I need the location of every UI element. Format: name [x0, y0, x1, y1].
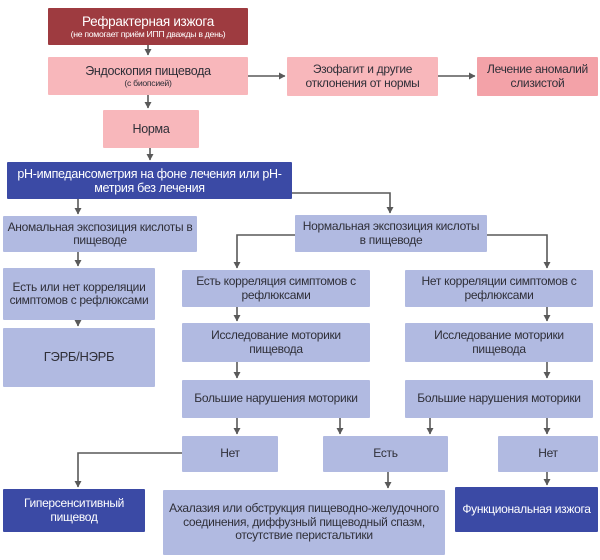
node-no-right: Нет	[498, 436, 598, 472]
node-no-left-label: Нет	[220, 446, 240, 461]
node-hypersensitive-esophagus: Гиперсенситивный пищевод	[3, 489, 145, 532]
node-gerd: ГЭРБ/НЭРБ	[3, 328, 155, 387]
node-correlation-no-label: Нет корреляции симптомов с рефлюксами	[421, 274, 577, 302]
node-esophagitis-label: Эзофагит и другие отклонения от нормы	[305, 62, 420, 90]
node-normal-acid: Нормальная экспозиция кислоты в пищеводе	[295, 215, 487, 252]
node-motility-disorders-right-label: Большие нарушения моторики	[417, 391, 581, 406]
node-correlation-no: Нет корреляции симптомов с рефлюксами	[405, 270, 593, 307]
node-refractory-subtitle: (не помогает приём ИПП дважды в день)	[70, 28, 226, 39]
node-normal-acid-label: Нормальная экспозиция кислоты в пищеводе	[302, 219, 480, 247]
node-motility-study-mid-label: Исследование моторики пищевода	[211, 328, 341, 356]
node-norm: Норма	[103, 110, 199, 148]
node-motility-disorders-right: Большие нарушения моторики	[405, 380, 593, 418]
node-motility-study-right-label: Исследование моторики пищевода	[434, 328, 564, 356]
arrow-normal-to-correlation-yes	[233, 234, 295, 269]
node-correlation-yes-label: Есть корреляция симптомов с рефлюксами	[196, 274, 356, 302]
node-endoscopy-subtitle: (с биопсией)	[124, 77, 172, 88]
node-abnormal-acid-label: Аномальная экспозиция кислоты в пищеводе	[7, 219, 193, 247]
node-ph-metry: рН-импедансометрия на фоне лечения или р…	[7, 162, 292, 199]
node-refractory-heartburn: Рефрактерная изжога (не помогает приём И…	[48, 8, 248, 45]
node-abnormal-acid: Аномальная экспозиция кислоты в пищеводе	[3, 216, 197, 252]
arrow-normal-to-correlation-no	[487, 234, 551, 269]
node-correlation-any: Есть или нет корреляции симптомов с рефл…	[3, 268, 155, 320]
node-motility-study-mid: Исследование моторики пищевода	[182, 323, 370, 362]
node-motility-study-right: Исследование моторики пищевода	[405, 323, 593, 362]
node-achalasia: Ахалазия или обструкция пищеводно-желудо…	[163, 490, 445, 555]
arrow-no-left-to-hypersensitive	[74, 452, 182, 488]
node-achalasia-label: Ахалазия или обструкция пищеводно-желудо…	[169, 501, 439, 543]
node-esophagitis: Эзофагит и другие отклонения от нормы	[287, 57, 438, 96]
node-hypersensitive-label: Гиперсенситивный пищевод	[23, 496, 125, 524]
node-norm-label: Норма	[132, 122, 170, 136]
node-yes-mid-label: Есть	[373, 446, 398, 461]
node-refractory-title: Рефрактерная изжога	[82, 13, 214, 29]
node-functional-heartburn: Функциональная изжога	[455, 487, 598, 532]
node-functional-label: Функциональная изжога	[462, 501, 591, 516]
node-endoscopy: Эндоскопия пищевода (с биопсией)	[48, 57, 248, 95]
node-no-left: Нет	[182, 436, 278, 472]
node-correlation-any-label: Есть или нет корреляции симптомов с рефл…	[9, 279, 149, 307]
node-motility-disorders-mid: Большие нарушения моторики	[182, 380, 370, 418]
node-yes-mid: Есть	[323, 436, 448, 472]
node-no-right-label: Нет	[538, 446, 558, 461]
node-gerd-label: ГЭРБ/НЭРБ	[43, 349, 115, 365]
node-motility-disorders-mid-label: Большие нарушения моторики	[194, 391, 358, 406]
node-ph-metry-label: рН-импедансометрия на фоне лечения или р…	[17, 166, 282, 195]
arrow-ph-to-normal	[292, 192, 394, 214]
node-endoscopy-title: Эндоскопия пищевода	[85, 63, 211, 78]
node-correlation-yes: Есть корреляция симптомов с рефлюксами	[182, 270, 370, 307]
node-mucosa-treatment: Лечение аномалий слизистой	[477, 57, 598, 96]
node-mucosa-treatment-label: Лечение аномалий слизистой	[487, 62, 588, 90]
